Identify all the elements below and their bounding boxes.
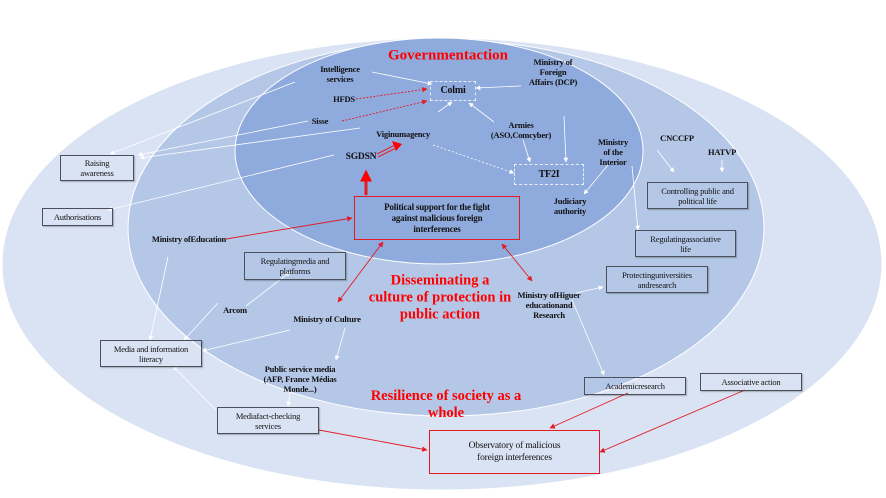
actor-ministry-culture: Ministry of Culture xyxy=(293,314,361,324)
connector xyxy=(355,87,428,100)
white-connectors xyxy=(107,71,725,411)
connector xyxy=(337,241,384,303)
connector xyxy=(107,154,335,212)
connector xyxy=(437,101,453,113)
actor-ministry-higher-education: Ministry ofHiguer educationand Research xyxy=(517,290,581,320)
box-controlling-public-life: Controlling public and political life xyxy=(647,182,748,209)
connector xyxy=(571,299,605,376)
connector xyxy=(468,102,495,123)
actor-viginum-agency: Viginumagency xyxy=(376,129,430,139)
connector xyxy=(334,327,346,361)
box-tf2i: TF2I xyxy=(514,164,584,185)
box-academic-research: Academicresearch xyxy=(584,377,686,395)
box-raising-awareness: Raising awareness xyxy=(60,155,134,181)
connector xyxy=(575,285,604,294)
connector xyxy=(318,429,428,452)
connector xyxy=(183,302,219,341)
box-colmi: Colmi xyxy=(430,81,476,101)
connector xyxy=(245,271,291,307)
connector xyxy=(475,85,522,91)
box-regulating-associative-life: Regulatingassociative life xyxy=(635,230,736,257)
double-arrow xyxy=(376,141,402,158)
actor-sgdsn: SGDSN xyxy=(345,152,377,162)
box-authorisations: Authorisations xyxy=(42,208,113,226)
section-title-government: Governmentaction xyxy=(388,47,508,64)
box-observatory: Observatory of malicious foreign interfe… xyxy=(429,430,600,474)
actor-ministry-education: Ministry ofEducation xyxy=(151,234,227,244)
connector xyxy=(599,389,746,453)
box-fact-checking: Mediafact-checking services xyxy=(217,407,319,434)
box-regulating-media: Regulatingmedia and platforms xyxy=(244,252,346,280)
box-political-support: Political support for the fight against … xyxy=(354,196,520,240)
connector xyxy=(631,165,640,231)
section-title-culture: Disseminating a culture of protection in… xyxy=(368,272,512,323)
actor-hfds: HFDS xyxy=(333,94,355,104)
connector xyxy=(172,365,217,411)
actor-ministry-interior: Ministry of the Interior xyxy=(597,137,629,167)
section-title-resilience: Resilience of society as a whole xyxy=(370,388,522,421)
box-media-literacy: Media and information literacy xyxy=(100,340,202,367)
connector xyxy=(109,81,296,155)
connector xyxy=(148,256,169,341)
connector xyxy=(201,329,291,353)
actor-intelligence-services: Intelligence services xyxy=(320,64,360,84)
box-protecting-universities: Protectinguniversities andresearch xyxy=(606,266,708,293)
connector xyxy=(501,243,533,282)
connector xyxy=(225,216,353,240)
actor-ministry-foreign-affairs: Ministry of Foreign Affairs (DCP) xyxy=(528,57,578,87)
connector xyxy=(371,71,433,86)
connector xyxy=(522,139,531,163)
actor-hatvp: HATVP xyxy=(707,147,737,157)
actor-arcom: Arcom xyxy=(223,305,247,315)
actor-cnccfp: CNCCFP xyxy=(660,133,694,143)
connector xyxy=(583,164,609,195)
inner-ring-government xyxy=(234,37,644,265)
connector xyxy=(563,115,569,163)
actor-sisse: Sisse xyxy=(311,116,329,126)
connector xyxy=(549,392,629,429)
box-associative-action: Associative action xyxy=(700,373,802,391)
connector xyxy=(286,391,291,407)
red-connectors xyxy=(225,87,746,453)
actor-public-service-media: Public service media (AFP, France Médias… xyxy=(263,364,337,394)
actor-judiciary-authority: Judiciary authority xyxy=(553,196,587,216)
connector xyxy=(341,99,428,122)
connector xyxy=(139,127,361,160)
actor-armies: Armies (ASO,Comcyber) xyxy=(490,120,552,140)
connector xyxy=(656,149,675,173)
connector xyxy=(137,120,309,157)
